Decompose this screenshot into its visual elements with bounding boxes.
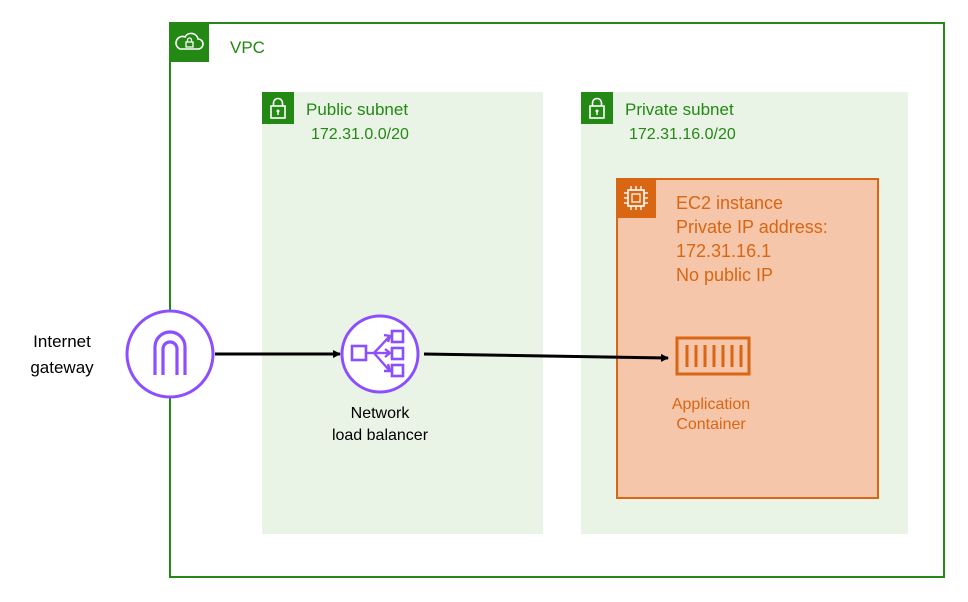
private-subnet-cidr: 172.31.16.0/20 [629,126,736,143]
ec2-public-ip-note: No public IP [676,265,774,285]
internet-gateway-label-line1: Internet [33,332,91,351]
arrow-nlb-to-container [423,352,669,362]
container-icon[interactable] [675,336,751,376]
public-subnet [262,92,543,534]
vpc-label: VPC [230,38,265,57]
load-balancer-label-line2: load balancer [331,427,429,444]
vpc-boundary [169,22,945,578]
public-subnet-title: Public subnet [306,100,409,119]
internet-gateway-icon[interactable] [125,309,215,399]
lock-icon [589,97,605,119]
internet-gateway-label-line2: gateway [30,358,94,377]
load-balancer-label-line1: Network [350,405,410,422]
chip-icon [624,186,648,210]
ec2-badge [616,178,656,218]
public-subnet-cidr: 172.31.0.0/20 [311,126,409,143]
ec2-title: EC2 instance [676,193,784,213]
lock-icon [270,97,286,119]
ec2-ip-value: 172.31.16.1 [676,241,772,261]
ec2-ip-label: Private IP address: [676,217,828,237]
network-load-balancer-icon[interactable] [340,314,420,394]
vpc-badge [169,22,209,62]
private-subnet-badge [581,92,613,124]
private-subnet-title: Private subnet [625,100,734,119]
public-subnet-badge [262,92,294,124]
container-label-line2: Container [676,416,746,433]
container-label-line1: Application [671,396,751,413]
cloud-lock-icon [175,32,204,50]
